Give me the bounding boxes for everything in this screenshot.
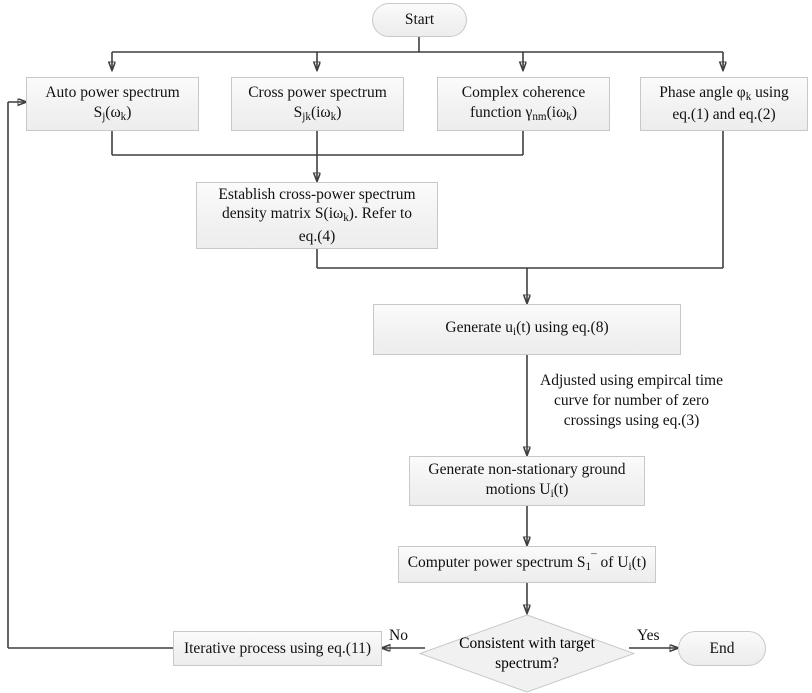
edge-merge-to-establish-matrix <box>111 131 524 181</box>
node-start[interactable]: Start <box>372 3 467 37</box>
node-establish-matrix[interactable]: Establish cross-power spectrum density m… <box>196 182 438 249</box>
node-complex-coherence[interactable]: Complex coherence function γnm(iωk) <box>437 77 610 131</box>
node-phase-angle[interactable]: Phase angle φk using eq.(1) and eq.(2) <box>640 77 808 131</box>
node-generate-ui[interactable]: Generate ui(t) using eq.(8) <box>373 304 681 355</box>
node-auto-power-spectrum-line1: Auto power spectrum <box>45 84 180 102</box>
node-decision[interactable]: Consistent with target spectrum? <box>419 614 635 693</box>
node-end[interactable]: End <box>678 631 766 666</box>
node-generate-ui-label: Generate ui(t) using eq.(8) <box>445 319 609 339</box>
edge-label-no: No <box>389 627 408 644</box>
node-auto-power-spectrum[interactable]: Auto power spectrum Sj(ωk) <box>26 77 199 131</box>
node-compute-power-spectrum-label: Computer power spectrum S1¯ of Ui(t) <box>407 553 647 574</box>
node-complex-coherence-line2: function γnm(iωk) <box>469 103 578 123</box>
node-iterative-process-label: Iterative process using eq.(11) <box>183 639 372 657</box>
node-start-label: Start <box>404 11 435 29</box>
edge-merge-to-generate-ui <box>316 249 723 303</box>
edge-start-to-bus <box>112 37 723 53</box>
node-generate-nonstationary[interactable]: Generate non-stationary ground motions U… <box>409 456 645 506</box>
node-cross-power-spectrum[interactable]: Cross power spectrum Sjk(iωk) <box>231 77 404 131</box>
edge-iterative-feedback-loop <box>7 102 173 649</box>
node-auto-power-spectrum-line2: Sj(ωk) <box>93 103 132 123</box>
node-establish-matrix-line1: Establish cross-power spectrum <box>218 186 416 204</box>
node-cross-power-spectrum-line2: Sjk(iωk) <box>293 103 342 123</box>
node-establish-matrix-line2: density matrix S(iωk). Refer to <box>221 205 413 225</box>
node-end-label: End <box>709 639 735 657</box>
decision-shape <box>419 614 635 693</box>
node-generate-nonstationary-line1: Generate non-stationary ground <box>428 461 626 479</box>
edge-label-yes: Yes <box>637 627 660 644</box>
annotation-adjusted-note-line1: Adjusted using empircal time <box>540 372 723 389</box>
node-cross-power-spectrum-line1: Cross power spectrum <box>248 84 387 102</box>
node-generate-nonstationary-line2: motions Ui(t) <box>485 480 569 500</box>
node-decision-line1: Consistent with target <box>459 635 595 653</box>
annotation-adjusted-note: Adjusted using empircal time curve for n… <box>524 371 739 430</box>
annotation-adjusted-note-line2: curve for number of zero <box>554 391 709 409</box>
node-complex-coherence-line1: Complex coherence <box>461 84 586 102</box>
node-phase-angle-line1: Phase angle φk using <box>659 84 789 104</box>
node-iterative-process[interactable]: Iterative process using eq.(11) <box>173 631 382 666</box>
node-establish-matrix-line3: eq.(4) <box>298 227 336 245</box>
node-decision-line2: spectrum? <box>495 654 559 672</box>
annotation-adjusted-note-line3: crossings using eq.(3) <box>563 411 700 429</box>
node-phase-angle-line2: eq.(1) and eq.(2) <box>672 106 776 124</box>
node-compute-power-spectrum[interactable]: Computer power spectrum S1¯ of Ui(t) <box>398 546 656 583</box>
